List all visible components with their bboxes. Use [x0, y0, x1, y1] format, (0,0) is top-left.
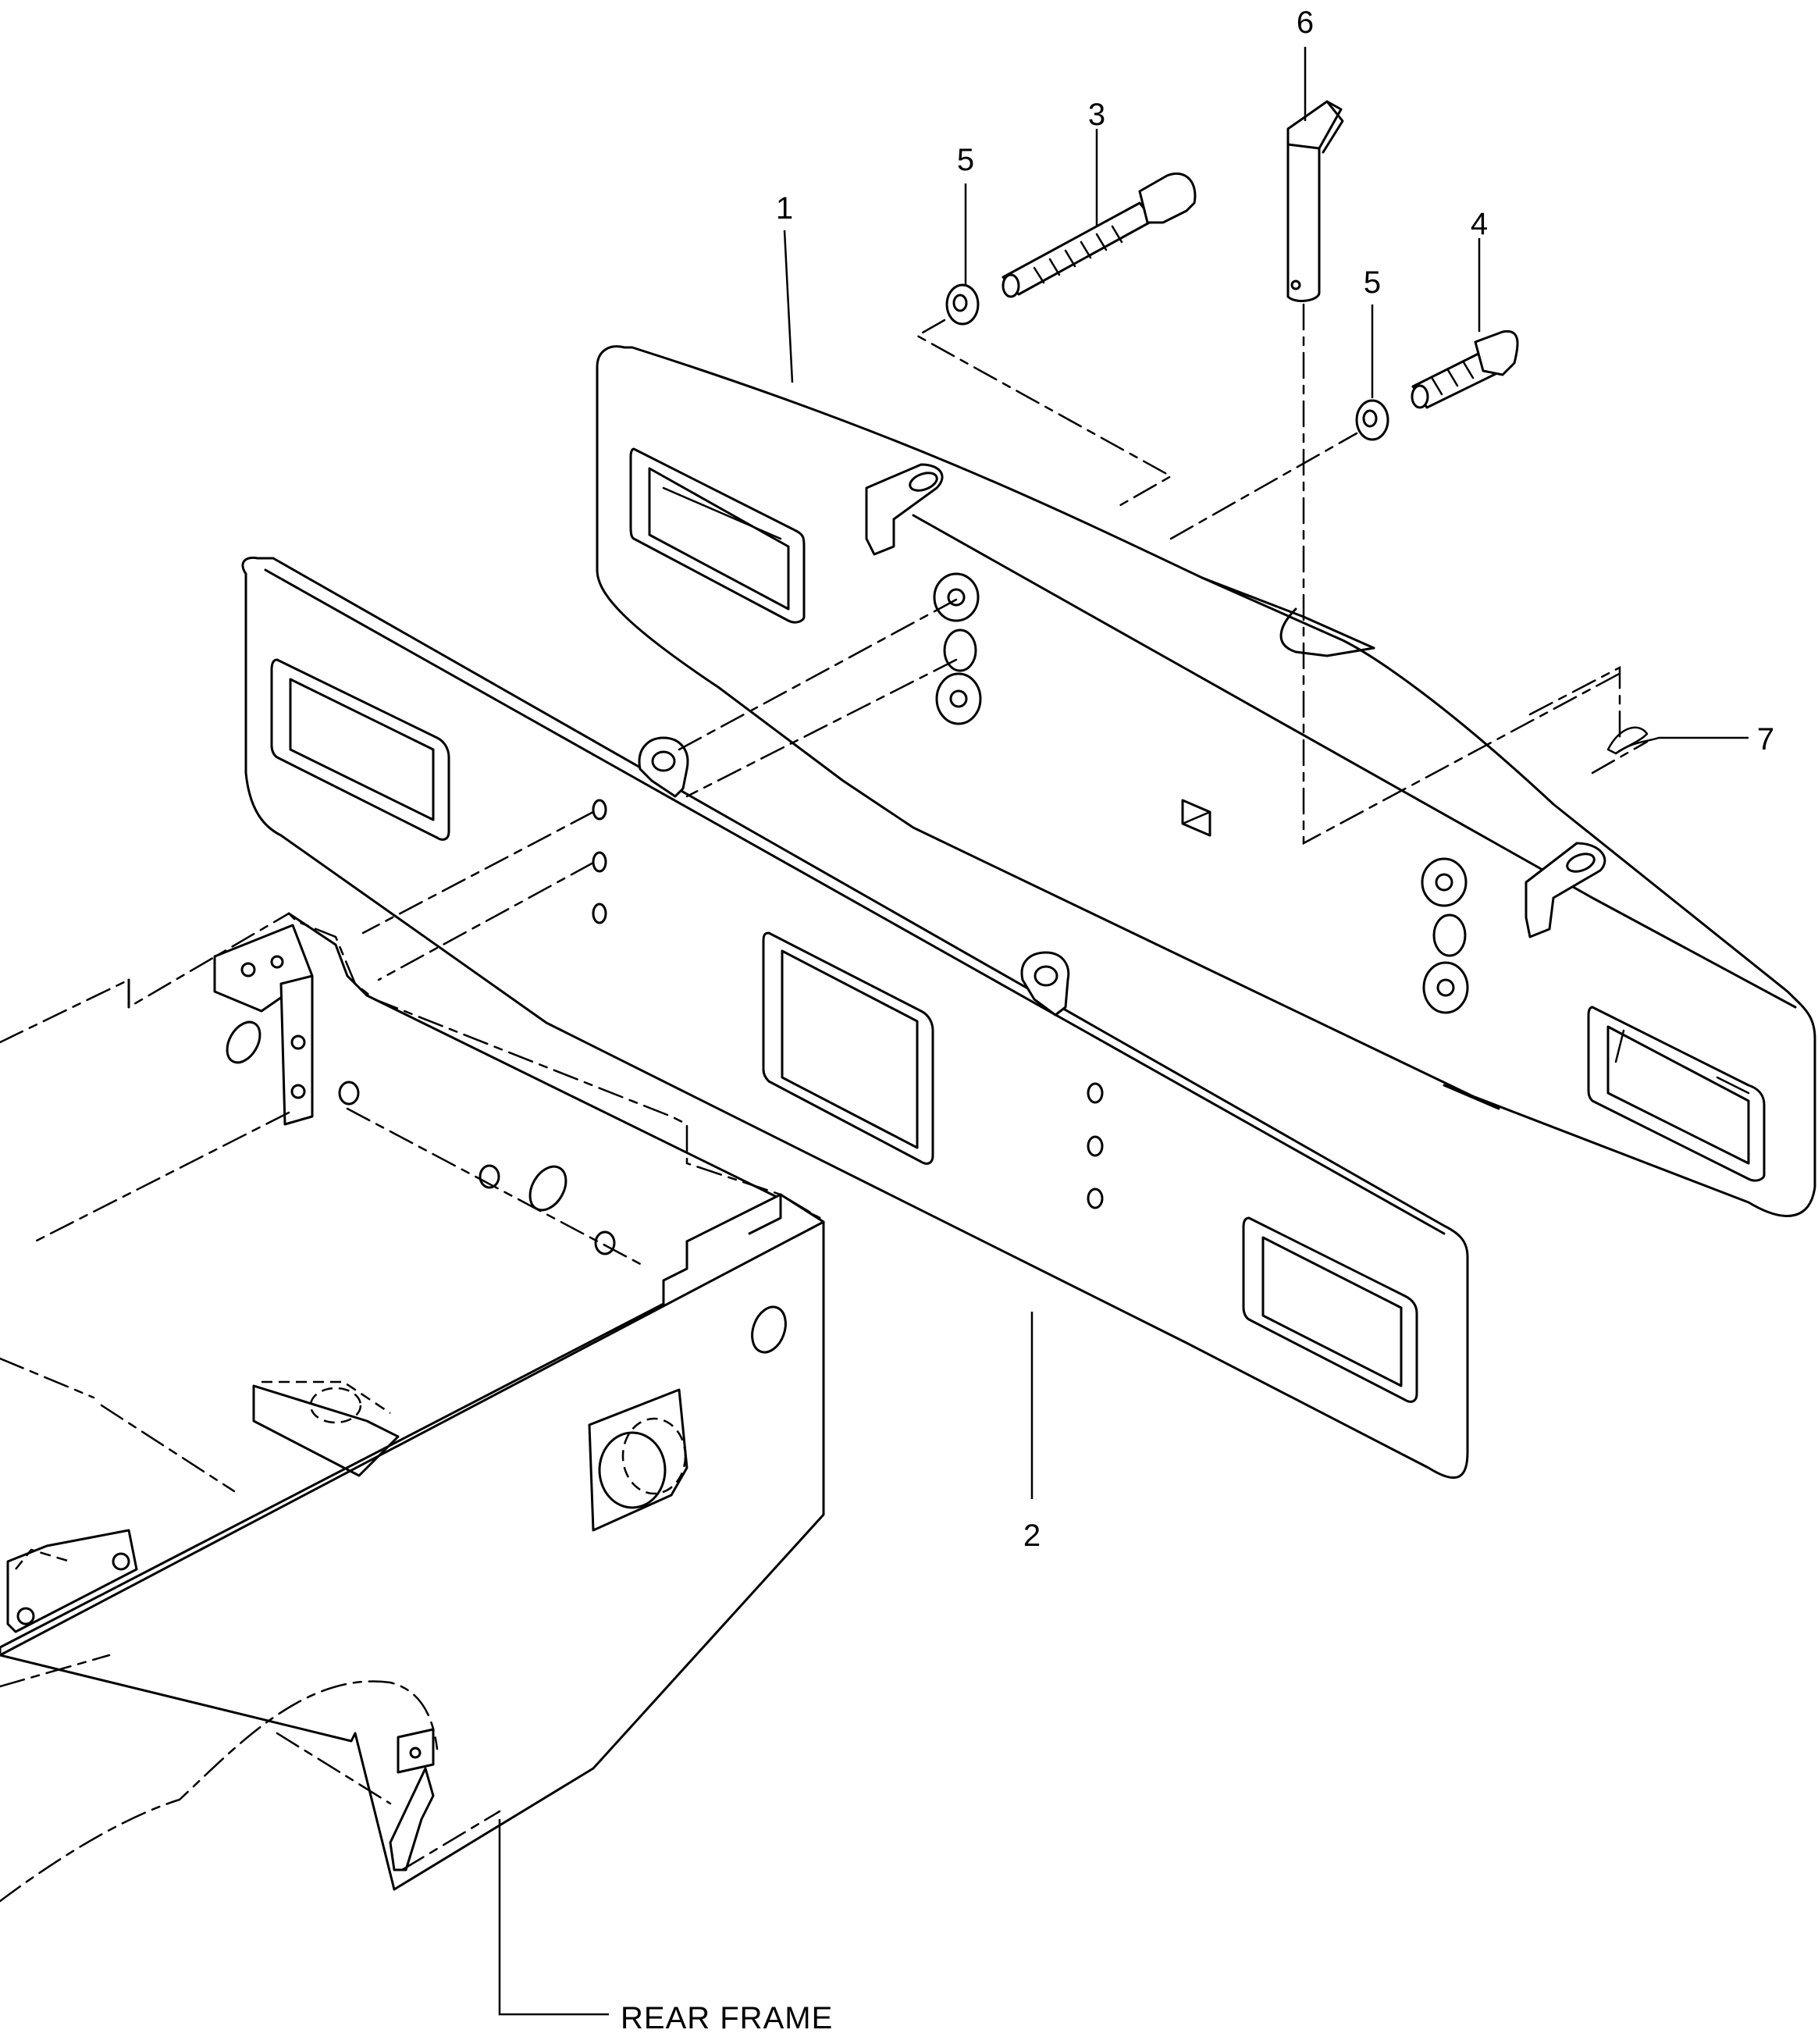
part-4-bolt [1411, 329, 1519, 409]
callout-leaders [783, 47, 1749, 1499]
part-5-washer-a [945, 283, 980, 326]
callout-1: 1 [776, 191, 793, 226]
part-2-plate [241, 556, 1469, 1479]
callout-4: 4 [1471, 207, 1488, 241]
callout-2: 2 [1023, 1519, 1041, 1553]
callout-3: 3 [1088, 98, 1105, 132]
callout-6: 6 [1297, 5, 1314, 40]
rear-frame-label: REAR FRAME [621, 2001, 833, 2035]
part-6-pin [1286, 100, 1344, 302]
part-7-cotter [1606, 726, 1660, 755]
callout-5b: 5 [1364, 265, 1381, 300]
callout-5a: 5 [957, 143, 974, 177]
part-3-bolt [1002, 173, 1197, 298]
part-1-counterweight [596, 345, 1816, 1217]
assembly-lines [361, 303, 1649, 981]
part-5-washer-b [1355, 399, 1389, 441]
callout-7: 7 [1757, 722, 1774, 757]
rear-frame [0, 912, 825, 2016]
